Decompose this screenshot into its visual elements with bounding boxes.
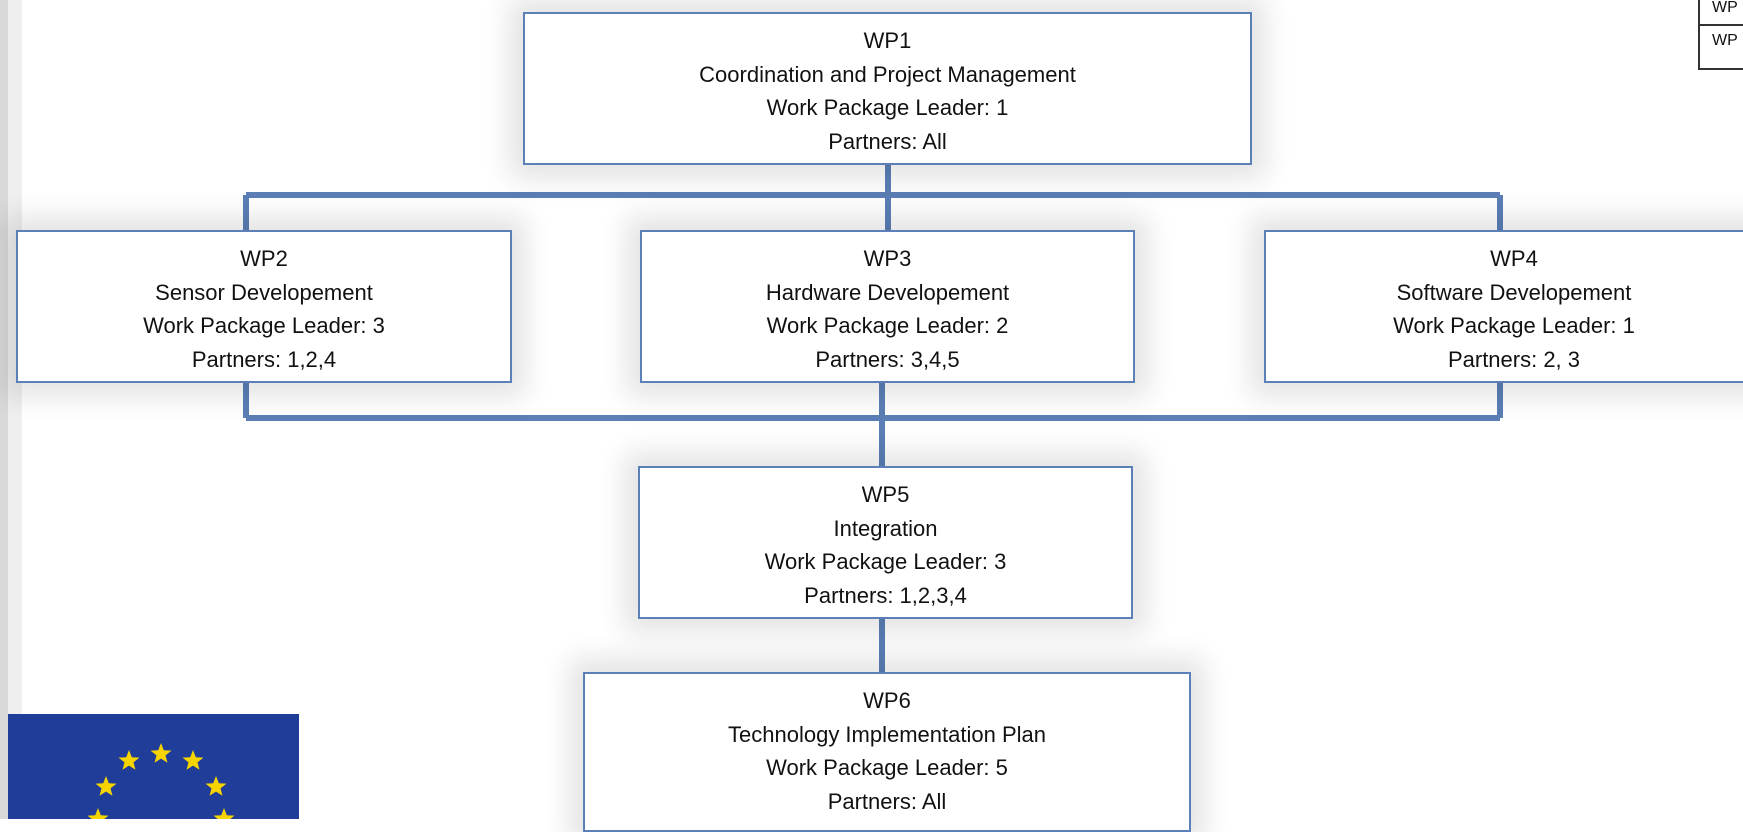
wp-title: Coordination and Project Management xyxy=(699,61,1076,87)
wp-title: Sensor Developement xyxy=(155,279,373,305)
wp-leader: Work Package Leader: 3 xyxy=(143,313,385,338)
wp-title: Software Developement xyxy=(1396,279,1632,305)
corner-table: WP WP xyxy=(1698,0,1743,70)
star-icon xyxy=(182,750,204,770)
wp-leader: Work Package Leader: 1 xyxy=(1393,313,1635,338)
wp3-box: WP3 Hardware Developement Work Package L… xyxy=(640,230,1135,383)
wp6-box: WP6 Technology Implementation Plan Work … xyxy=(583,672,1191,832)
wp-id: WP1 xyxy=(863,28,912,53)
wp-leader: Work Package Leader: 1 xyxy=(766,95,1009,120)
star-icon xyxy=(213,808,235,819)
wp-partners: Partners: 1,2,3,4 xyxy=(804,582,967,608)
wp-partners: Partners: All xyxy=(827,788,947,814)
wp1-box: WP1 Coordination and Project Management … xyxy=(523,12,1252,165)
star-icon xyxy=(95,776,117,796)
star-icon xyxy=(118,750,140,770)
corner-table-row: WP xyxy=(1700,0,1743,26)
wp-id: WP5 xyxy=(861,482,910,507)
wp-partners: Partners: 1,2,4 xyxy=(191,346,337,372)
corner-table-row: WP xyxy=(1712,32,1738,49)
wp-id: WP3 xyxy=(863,246,912,271)
wp-partners: Partners: 3,4,5 xyxy=(815,346,960,372)
wp-leader: Work Package Leader: 5 xyxy=(766,755,1008,780)
wp5-box: WP5 Integration Work Package Leader: 3 P… xyxy=(638,466,1133,619)
eu-flag-stars xyxy=(87,743,235,819)
wp-leader: Work Package Leader: 3 xyxy=(764,549,1007,574)
star-icon xyxy=(205,776,227,796)
wp2-box: WP2 Sensor Developement Work Package Lea… xyxy=(16,230,512,383)
wp-leader: Work Package Leader: 2 xyxy=(766,313,1009,338)
star-icon xyxy=(87,808,109,819)
wp-id: WP4 xyxy=(1490,246,1538,271)
wp-id: WP6 xyxy=(863,688,911,713)
star-icon xyxy=(150,743,172,763)
wp-partners: Partners: 2, 3 xyxy=(1447,346,1581,372)
eu-flag-logo xyxy=(8,714,299,819)
left-edge-strip xyxy=(0,0,22,819)
wp-title: Integration xyxy=(833,515,938,541)
wp-title: Technology Implementation Plan xyxy=(728,721,1046,747)
wp-title: Hardware Developement xyxy=(765,279,1010,305)
wp-partners: Partners: All xyxy=(828,128,947,154)
wp-id: WP2 xyxy=(240,246,288,271)
wp4-box: WP4 Software Developement Work Package L… xyxy=(1264,230,1743,383)
